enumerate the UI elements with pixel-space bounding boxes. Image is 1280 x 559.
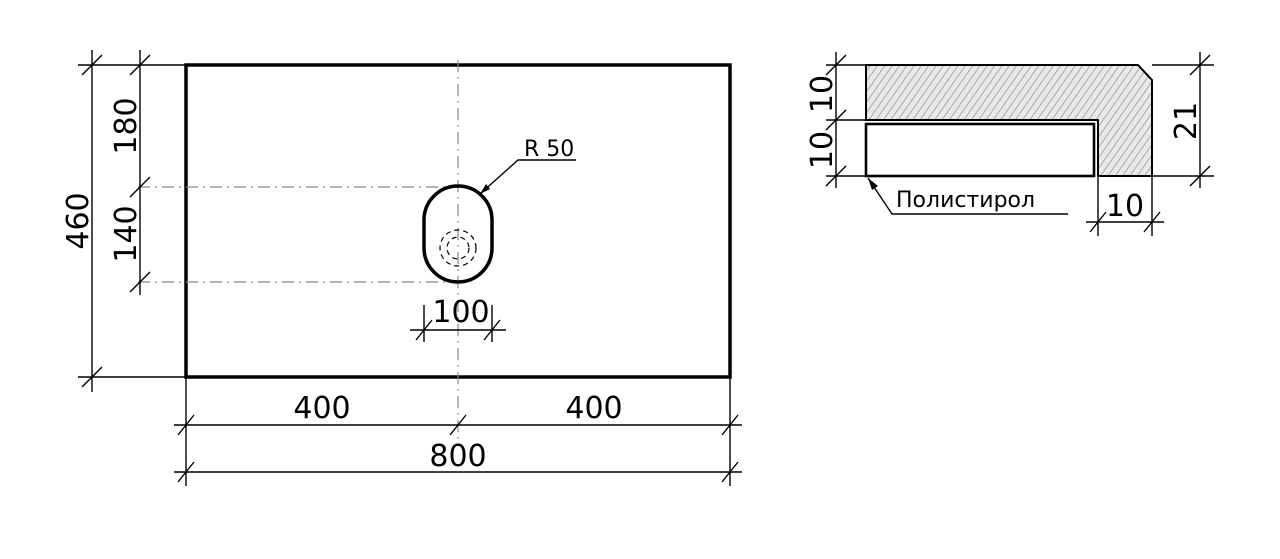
drain-inner-hidden — [446, 236, 470, 260]
sink-hole-outline — [422, 184, 494, 284]
dim-total-height-label: 460 — [61, 192, 96, 249]
material-label: Полистирол — [896, 188, 1035, 213]
dim-hole-width: 100 — [410, 295, 506, 342]
dim-hole-height-label: 140 — [109, 205, 144, 262]
dim-edge-width-label: 10 — [1106, 189, 1144, 224]
dim-hole-position: 180 140 — [109, 50, 151, 295]
dim-total-width-label: 800 — [429, 439, 486, 474]
solid-surface-section — [865, 64, 1153, 177]
dim-edge-width: 10 — [1086, 176, 1164, 236]
dim-section-thickness: 21 — [1152, 52, 1214, 188]
dim-section-layers: 10 10 — [805, 52, 866, 188]
dim-total-width: 800 — [174, 439, 742, 483]
radius-arrowhead — [480, 184, 490, 194]
section-view: 10 10 21 10 Полистирол — [805, 52, 1214, 236]
radius-leader — [479, 159, 576, 195]
polystyrene-core — [864, 122, 1096, 178]
dim-bottom-layer-label: 10 — [805, 131, 840, 169]
dim-left-width-label: 400 — [293, 391, 350, 426]
dim-right-width-label: 400 — [565, 391, 622, 426]
material-leader — [867, 177, 1068, 215]
dim-top-layer-label: 10 — [805, 75, 840, 113]
plan-view: R 50 460 180 140 100 — [61, 50, 742, 486]
dim-top-offset-label: 180 — [109, 97, 144, 154]
dim-hole-width-label: 100 — [432, 295, 489, 330]
dim-total-height: 460 — [61, 50, 186, 392]
radius-label: R 50 — [524, 137, 574, 162]
drain-outer-hidden — [439, 229, 477, 267]
dim-total-thickness-label: 21 — [1169, 102, 1204, 140]
material-arrowhead — [868, 178, 878, 190]
dim-half-widths: 400 400 — [174, 377, 742, 486]
